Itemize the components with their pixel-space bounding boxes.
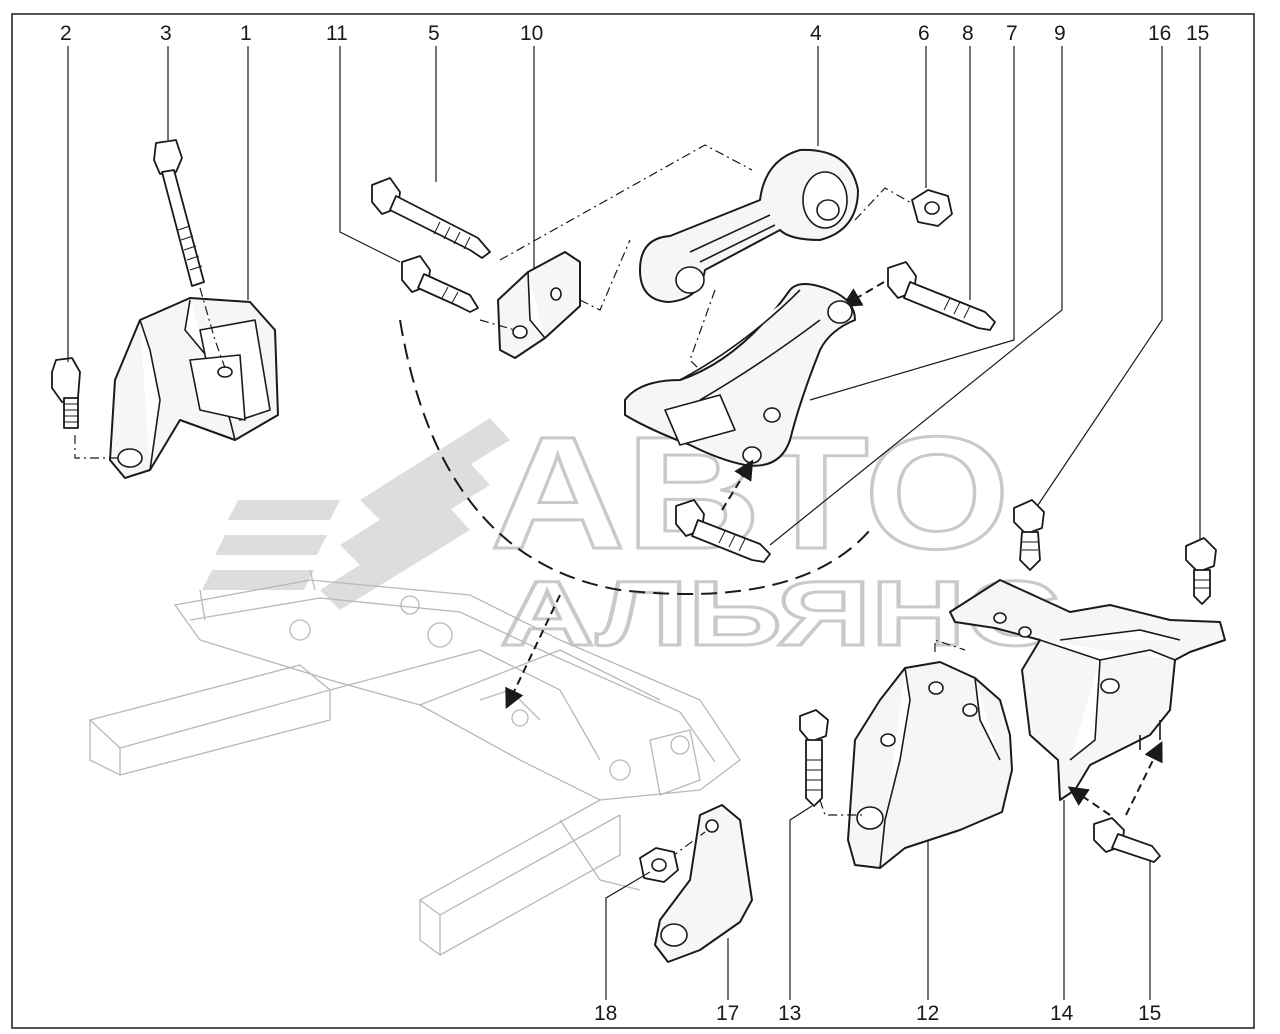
callout-6: 6: [918, 22, 930, 45]
part-15-bolt-upper: [1185, 537, 1217, 605]
callout-labels-top: 2 3 1 11 5 10 4 6 8 7 9 16 15: [60, 22, 1209, 45]
part-18-nut: [639, 847, 679, 883]
callout-14: 14: [1050, 1002, 1074, 1025]
part-11-bolt: [401, 255, 479, 313]
callout-12: 12: [916, 1002, 939, 1025]
callout-16: 16: [1148, 22, 1171, 45]
callout-3: 3: [160, 22, 172, 45]
part-4-torque-rod: [639, 148, 916, 386]
part-2-bolt: [51, 357, 122, 459]
callout-15-top: 15: [1186, 22, 1209, 45]
leader-lines: [67, 46, 1201, 1000]
part-6-nut: [911, 189, 953, 227]
part-9-bolt: [505, 459, 771, 710]
part-8-bolt: [841, 261, 996, 331]
front-subframe: [88, 569, 741, 957]
part-7-support-arm: [624, 283, 856, 467]
assembly-arc-line: [399, 319, 871, 595]
callout-18: 18: [594, 1002, 617, 1025]
watermark: АВТО АЛЬЯНС: [202, 402, 1062, 667]
callout-11: 11: [326, 22, 348, 45]
part-12-bracket: [819, 639, 1013, 869]
part-17-bracket: [654, 804, 753, 963]
callout-7: 7: [1006, 22, 1018, 45]
part-15-bolt-lower: [1067, 741, 1163, 863]
part-14-gearbox-mount: [949, 579, 1226, 801]
part-16-bolt: [1013, 499, 1045, 571]
callout-4: 4: [810, 22, 822, 45]
callout-8: 8: [962, 22, 974, 45]
callout-labels-bottom: 18 17 13 12 14 15: [594, 1002, 1161, 1025]
part-10-bracket: [479, 144, 753, 359]
callout-17: 17: [716, 1002, 739, 1025]
part-5-bolt: [371, 177, 491, 259]
diagram-border: [11, 13, 1255, 1029]
callout-10: 10: [520, 22, 543, 45]
part-3-stud-bolt: [153, 139, 226, 369]
part-13-bolt: [799, 709, 829, 807]
callout-1: 1: [240, 22, 252, 45]
callout-9: 9: [1054, 22, 1066, 45]
callout-5: 5: [428, 22, 440, 45]
callout-13: 13: [778, 1002, 801, 1025]
part-1-engine-mount: [109, 297, 279, 479]
watermark-logo: [202, 418, 510, 610]
callout-2: 2: [60, 22, 72, 45]
callout-15-bottom: 15: [1138, 1002, 1161, 1025]
